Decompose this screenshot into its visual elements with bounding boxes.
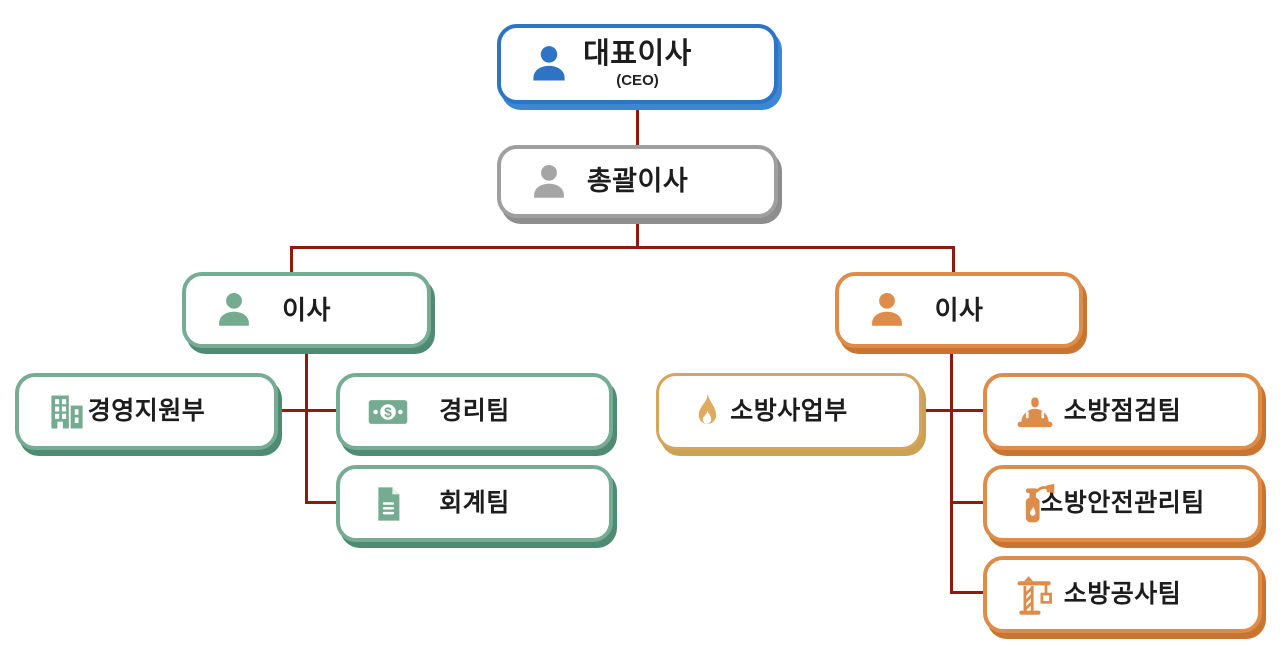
org-node-fire-business-dept: 소방사업부 (656, 373, 922, 450)
org-node-fire-construction-team: 소방공사팀 (983, 556, 1262, 633)
connector-firebiz-inspection (922, 409, 983, 412)
node-label: 소방공사팀 (1063, 579, 1182, 608)
node-label: 소방사업부 (730, 396, 848, 425)
connector-to-director-right (952, 246, 955, 274)
node-label: 회계팀 (439, 488, 510, 517)
connector-horizontal-main (290, 246, 955, 249)
node-label: 이사 (934, 294, 984, 325)
banknote-icon: $ (366, 390, 410, 434)
org-node-management-support: 경영지원부 (15, 373, 278, 450)
document-icon (366, 482, 410, 526)
org-node-ceo: 대표이사 (CEO) (497, 24, 778, 104)
fire-extinguisher-icon (1013, 482, 1057, 526)
connector-executive-down (636, 217, 639, 248)
node-label: 경리팀 (439, 396, 510, 425)
org-node-finance-team: $ 경리팀 (336, 373, 613, 450)
building-icon (45, 390, 89, 434)
connector-right-branch-vertical (950, 347, 953, 594)
node-label: 총괄이사 (586, 165, 689, 196)
connector-to-fire-safety (950, 501, 983, 504)
node-label: 경영지원부 (87, 396, 206, 425)
connector-to-fire-construction (950, 591, 983, 594)
connector-to-accounting (305, 501, 336, 504)
connector-left-branch-vertical (305, 347, 308, 504)
person-icon (865, 288, 909, 332)
crane-icon (1013, 573, 1057, 617)
node-label: 대표이사 (583, 37, 692, 70)
node-label: 소방점검팀 (1063, 396, 1182, 425)
person-icon (527, 42, 571, 86)
org-node-fire-safety-mgmt-team: 소방안전관리팀 (983, 465, 1262, 542)
node-label: 소방안전관리팀 (1040, 488, 1205, 517)
connector-to-director-left (290, 246, 293, 274)
svg-text:$: $ (384, 405, 392, 420)
connector-mgmt-finance (278, 409, 336, 412)
node-sublabel: (CEO) (616, 72, 659, 90)
node-label: 이사 (282, 294, 331, 325)
hardhat-icon (1013, 390, 1057, 434)
org-node-fire-inspection-team: 소방점검팀 (983, 373, 1262, 450)
flame-icon (685, 390, 729, 434)
org-node-accounting-team: 회계팀 (336, 465, 613, 542)
org-node-executive-director: 총괄이사 (497, 145, 778, 218)
person-icon (212, 288, 256, 332)
org-node-director-left: 이사 (182, 272, 431, 348)
connector-ceo-to-executive (636, 103, 639, 147)
person-icon (527, 160, 571, 204)
org-node-director-right: 이사 (835, 272, 1083, 348)
